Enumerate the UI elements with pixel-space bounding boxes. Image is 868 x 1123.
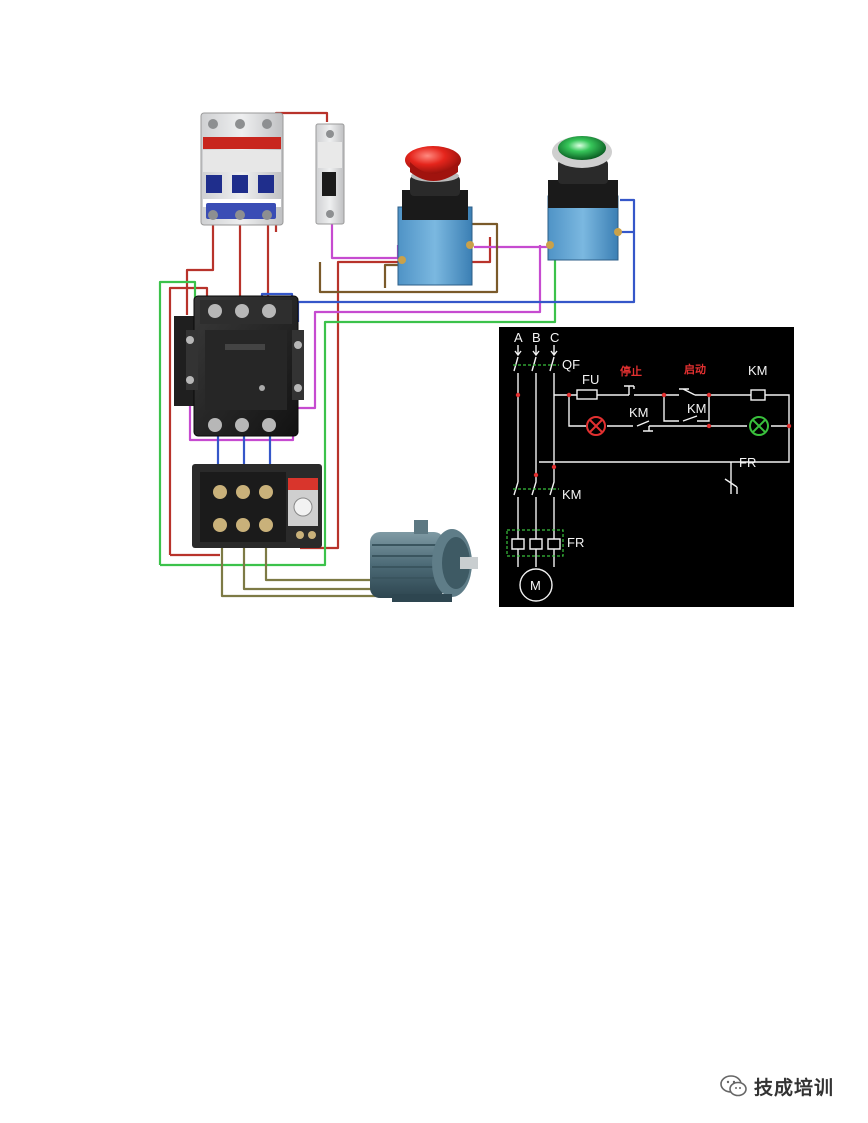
wire-green-bottom (160, 240, 557, 567)
wire-motor-1 (220, 548, 395, 598)
wire-green-outer (158, 280, 197, 565)
thermal-overload-relay (192, 464, 322, 548)
watermark-text: 技成培训 (754, 1076, 835, 1099)
fr-main-label: FR (567, 535, 584, 550)
qf-label: QF (562, 357, 580, 372)
control-schematic: A B C (499, 327, 794, 607)
green-indicator-lamp (749, 416, 769, 436)
wire-brown-1 (318, 222, 499, 294)
wire-red-outer (168, 286, 209, 555)
phase-label-a: A (514, 330, 523, 345)
phase-label-c: C (550, 330, 559, 345)
wechat-icon (720, 1075, 747, 1097)
three-phase-motor (370, 520, 478, 602)
km-coil-label: KM (748, 363, 768, 378)
wire-red-l1 (185, 222, 215, 315)
wire-motor-2 (242, 548, 392, 591)
phase-label-b: B (532, 330, 541, 345)
wire-motor-3 (264, 548, 390, 582)
ac-contactor (174, 295, 304, 437)
fr-contact-label: FR (739, 455, 756, 470)
schematic-background (499, 327, 794, 607)
wire-brown-2 (383, 263, 402, 288)
single-pole-breaker (315, 123, 345, 225)
red-stop-button (397, 146, 474, 286)
red-indicator-lamp (586, 416, 606, 436)
stop-label: 停止 (620, 364, 642, 378)
fu-label: FU (582, 372, 599, 387)
km-aux-label-lamp: KM (629, 405, 649, 420)
start-label: 启动 (684, 362, 706, 376)
km-main-label: KM (562, 487, 582, 502)
motor-label: M (530, 578, 541, 593)
km-aux-label-hold: KM (687, 401, 707, 416)
three-pole-breaker (200, 112, 284, 226)
wire-magenta-2 (298, 245, 542, 410)
watermark: 技成培训 (720, 1072, 850, 1100)
green-start-button (546, 136, 622, 261)
